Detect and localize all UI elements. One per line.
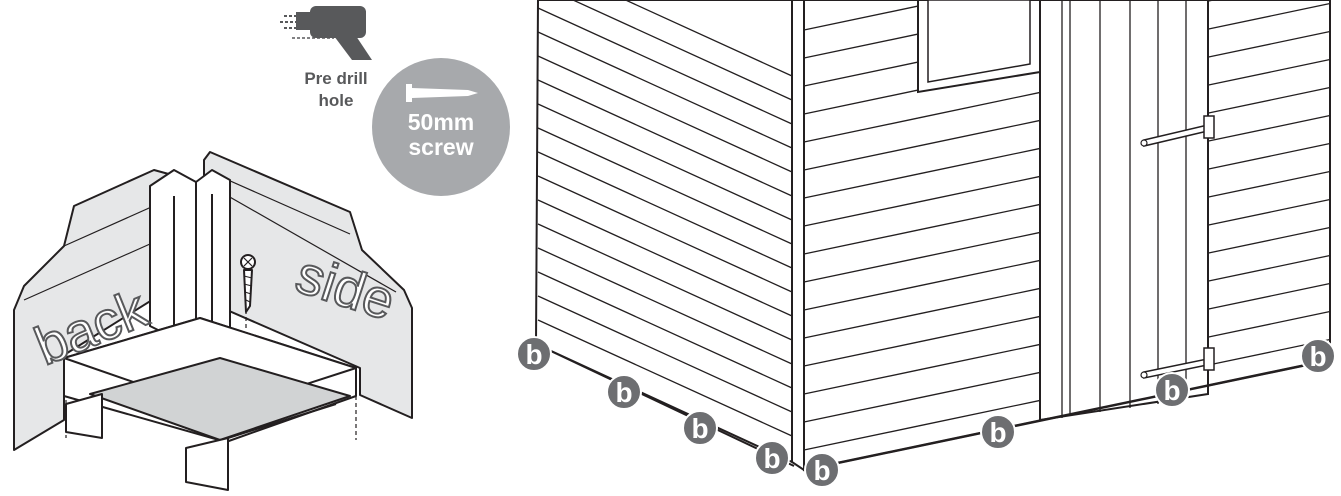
wall-board-line: [803, 285, 919, 311]
wall-board-line: [803, 61, 919, 87]
drill-icon: [280, 6, 372, 60]
wall-board-line: [537, 175, 793, 293]
door-hinge-top: [1140, 115, 1215, 147]
wall-board-line: [917, 231, 1041, 259]
pre-drill-line2: hole: [318, 91, 354, 110]
marker-b: b: [606, 374, 642, 410]
wall-board-line: [803, 117, 919, 143]
wall-board-line: [1207, 2, 1331, 30]
wall-board-line: [917, 175, 1041, 203]
shed-left-wall: [534, 0, 793, 464]
wall-board-line: [917, 399, 1041, 427]
screw-icon: [406, 84, 478, 102]
wall-board-line: [803, 173, 919, 199]
wall-board-line: [917, 371, 1041, 399]
marker-b: b: [682, 410, 718, 446]
wall-board-line: [1207, 254, 1331, 282]
wall-board-line: [537, 295, 793, 413]
wall-board-line: [1207, 58, 1331, 86]
wall-board-line: [803, 89, 919, 115]
wall-board-line: [537, 7, 793, 125]
wall-board-line: [803, 33, 919, 59]
wall-board-line: [917, 119, 1041, 147]
wall-board-line: [537, 223, 793, 341]
wall-board-line: [803, 397, 919, 423]
wall-board-line: [571, 0, 793, 101]
wall-board-line: [1207, 226, 1331, 254]
wall-board-line: [1207, 142, 1331, 170]
screw-badge: 50mm screw: [372, 58, 510, 196]
side-panel: [203, 151, 413, 419]
shed-window: [917, 0, 1041, 94]
wall-board-line: [1207, 86, 1331, 114]
wall-board-line: [1207, 310, 1331, 338]
marker-b: b: [754, 440, 790, 476]
marker-b: b: [1154, 372, 1190, 408]
wall-board-line: [803, 425, 919, 451]
shed-corner-post: [791, 0, 805, 472]
screw-size: 50mm: [407, 109, 475, 135]
marker-b: b: [516, 336, 552, 372]
wall-board-line: [537, 199, 793, 317]
wall-board-line: [537, 79, 793, 197]
floor-board: [89, 357, 351, 441]
wall-board-line: [803, 313, 919, 339]
wall-board-line: [803, 145, 919, 171]
wall-board-line: [537, 127, 793, 245]
pre-drill-line1: Pre drill: [304, 69, 368, 88]
wall-board-line: [537, 31, 793, 149]
screw-icon-detail: [240, 254, 256, 313]
wall-board-line: [803, 229, 919, 255]
wall-board-line: [537, 151, 793, 269]
bearer-right: [185, 437, 229, 491]
wall-board-line: [917, 259, 1041, 287]
wall-board-line: [803, 369, 919, 395]
bearer-left: [65, 393, 103, 439]
wall-board-line: [803, 5, 919, 31]
wall-board-line: [803, 257, 919, 283]
wall-board-line: [917, 287, 1041, 315]
wall-board-line: [537, 319, 793, 437]
marker-b: b: [980, 414, 1016, 450]
shed-door: [1039, 0, 1215, 422]
wall-board-line: [917, 147, 1041, 175]
marker-b: b: [804, 452, 840, 488]
wall-board-line: [1207, 114, 1331, 142]
wall-board-line: [624, 0, 793, 77]
wall-board-line: [917, 203, 1041, 231]
wall-board-line: [537, 247, 793, 365]
pre-drill-label: Pre drill hole: [288, 68, 384, 112]
corner-joint-detail: [13, 151, 413, 491]
shed-illustration: [534, 0, 1331, 472]
wall-board-line: [537, 103, 793, 221]
wall-board-line: [917, 91, 1041, 119]
door-hinge-bottom: [1140, 347, 1215, 379]
wall-board-line: [537, 271, 793, 389]
wall-board-line: [917, 343, 1041, 371]
wall-board-line: [803, 341, 919, 367]
wall-board-line: [1207, 198, 1331, 226]
wall-board-line: [537, 55, 793, 173]
marker-b: b: [1300, 338, 1336, 374]
wall-board-line: [917, 315, 1041, 343]
wall-board-line: [803, 201, 919, 227]
wall-board-line: [1207, 282, 1331, 310]
wall-board-line: [1207, 170, 1331, 198]
wall-board-line: [1207, 30, 1331, 58]
screw-word: screw: [408, 134, 474, 160]
